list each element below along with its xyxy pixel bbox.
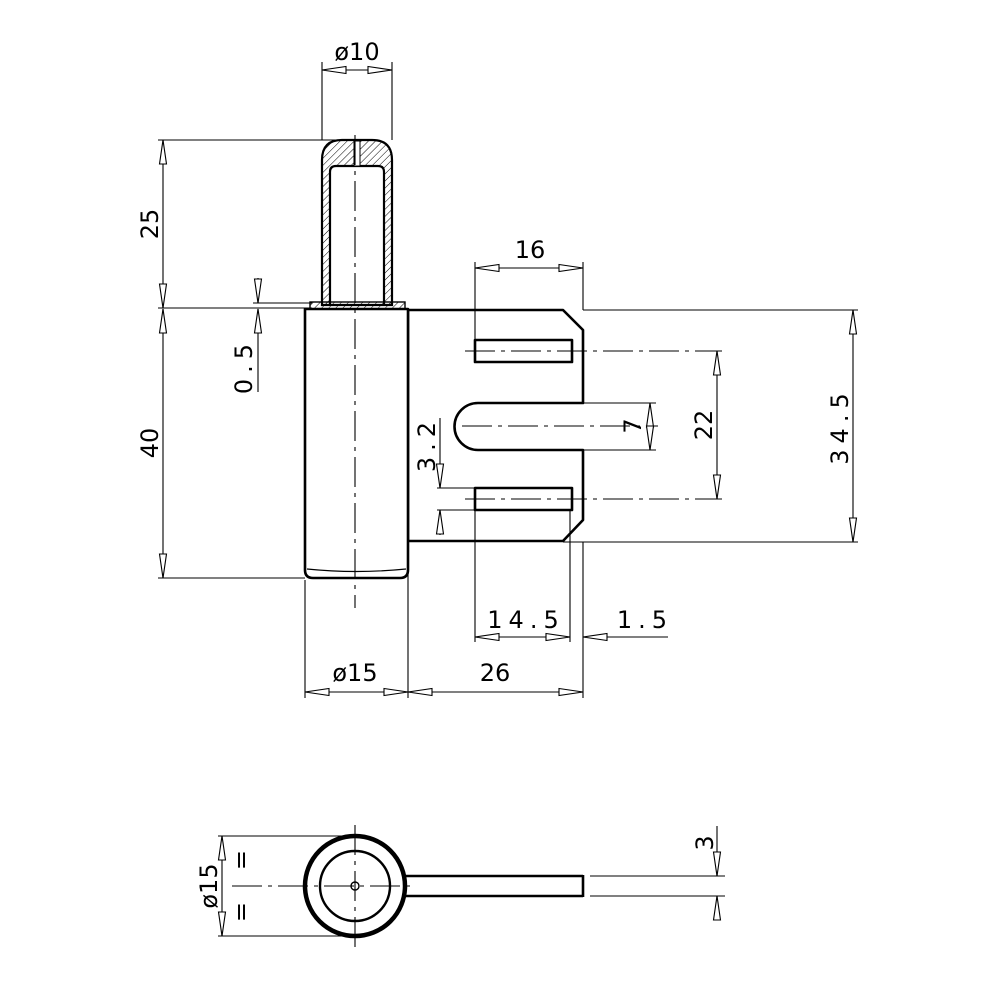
symmetry-mark: =: [227, 850, 255, 870]
front-view: ø10 25 0.5 40 16: [136, 38, 858, 698]
dimension-hole-width: 3.2: [413, 416, 475, 535]
dimension-label: 0.5: [230, 338, 258, 394]
dimension-gap: 0.5: [230, 278, 312, 394]
dimension-plate-length: 26: [407, 542, 584, 698]
dimension-hole-spacing: 22: [690, 350, 722, 500]
dimension-label: 3.2: [413, 416, 441, 472]
dimension-label: ø15: [332, 659, 377, 687]
dimension-label: 3: [691, 835, 719, 850]
hinge-plate: [406, 308, 585, 543]
dimension-label: 34.5: [826, 387, 854, 464]
dimension-label: 1.5: [617, 606, 673, 634]
body-edge-line: [306, 568, 407, 573]
dimension-pin-diameter: ø10: [321, 38, 393, 140]
dimension-plate-thickness: 3: [590, 826, 725, 921]
dimension-label: 14.5: [487, 606, 564, 634]
dimension-label: 25: [136, 209, 164, 240]
dimension-plan-diameter: ø15 = =: [195, 835, 355, 937]
dimension-body-length: 40: [136, 308, 305, 579]
dimension-label: 16: [515, 236, 546, 264]
dimension-hole-length: 14.5: [474, 510, 571, 642]
dimension-plate-height: 34.5: [563, 309, 858, 543]
hinge-body: [303, 307, 410, 580]
plan-view: 3 ø15 = =: [195, 825, 725, 948]
dimension-label: 40: [136, 428, 164, 459]
hinge-pin: [309, 138, 406, 310]
dimension-pin-length: 25: [136, 139, 355, 309]
dimension-slot-width: 7: [583, 402, 656, 451]
dimension-label: 26: [480, 659, 511, 687]
dimension-label: ø15: [195, 863, 223, 908]
symmetry-mark: =: [227, 902, 255, 922]
dimension-body-diameter: ø15: [304, 545, 409, 698]
dimension-label: 7: [619, 418, 647, 433]
dimension-label: ø10: [334, 38, 379, 66]
dimension-slot-offset: 16: [474, 236, 584, 340]
pin-section-hatch: [320, 138, 394, 307]
dimension-hole-edge: 1.5: [582, 606, 673, 642]
pin-slot: [353, 140, 361, 167]
dimension-label: 22: [690, 410, 718, 441]
